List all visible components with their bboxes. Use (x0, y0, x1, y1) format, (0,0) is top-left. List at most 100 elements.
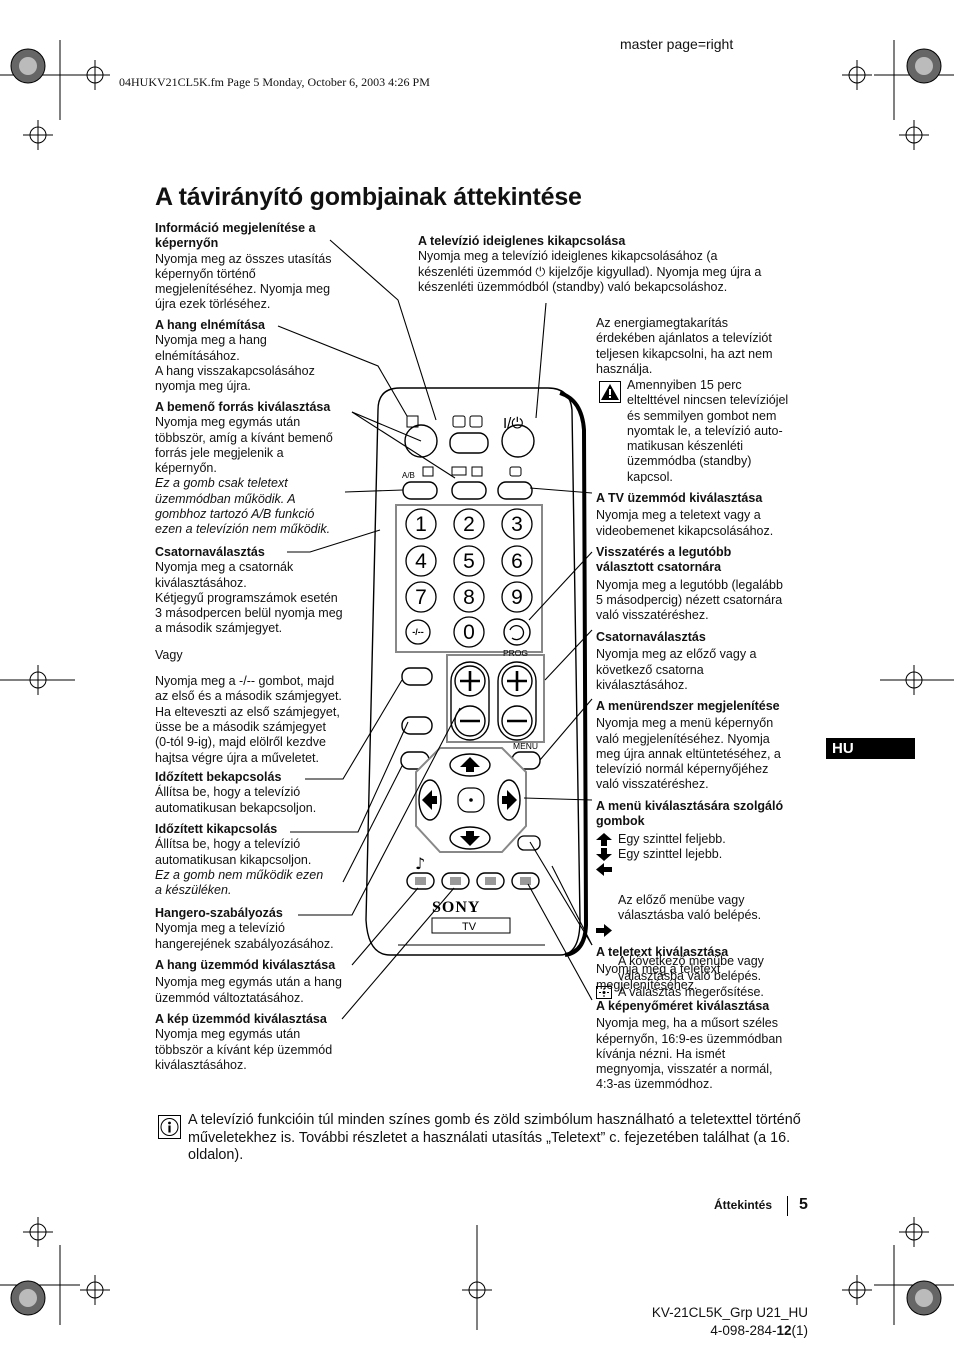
warning-desc: Amennyiben 15 perc eltelttével nincsen t… (627, 378, 789, 484)
timer-off-desc: Állítsa be, hogy a televízió automatikus… (155, 837, 312, 867)
last-channel-annotation: Visszatérés a legutóbb választott csator… (596, 545, 811, 623)
channel-or: Vagy (155, 647, 183, 662)
teletext-desc: Nyomja meg a teletext megjelenítéséhez. (596, 962, 721, 992)
last-channel-desc: Nyomja meg a legutóbb (legalább 5 másodp… (596, 577, 783, 623)
picture-title: A kép üzemmód kiválasztása (155, 1012, 327, 1026)
digit-label: 9 (511, 586, 523, 609)
digit-label: 6 (511, 550, 523, 573)
timer-off-note: Ez a gomb nem működik ezen a készüléken. (155, 867, 324, 898)
digit-button-4[interactable] (405, 545, 437, 577)
timer-on-title: Időzített bekapcsolás (155, 770, 282, 784)
digit-button-0[interactable] (453, 616, 485, 648)
sound-title: A hang üzemmód kiválasztása (155, 958, 336, 972)
standby-annotation: A televízió ideiglenes kikapcsolása Nyom… (418, 234, 808, 295)
page-title: A távirányító gombjainak áttekintése (155, 183, 582, 211)
teletext-title: A teletext kiválasztása (596, 945, 729, 959)
digit-label: -/-- (412, 627, 424, 637)
digit-button-1[interactable] (405, 508, 437, 540)
channel-desc2: Nyomja meg a -/-- gombot, majd az első é… (155, 674, 342, 765)
sound-desc: Nyomja meg egymás után a hang üzemmód vá… (155, 975, 342, 1005)
tv-mode-annotation: A TV üzemmód kiválasztása Nyomja meg a t… (596, 491, 811, 539)
volume-desc: Nyomja meg a televízió hangerejének szab… (155, 921, 334, 951)
prog-label: PROG (503, 648, 528, 658)
sony-logo: SONY (432, 899, 480, 916)
input-note: Ez a gomb csak teletext üzemmódban működ… (155, 476, 331, 537)
part-number: 4-098-284-12(1) (710, 1323, 808, 1338)
section-name: Áttekintés (714, 1198, 773, 1212)
energy-desc: Az energiamegtakarítás érdekében ajánlat… (596, 316, 773, 376)
info-icon (158, 1115, 181, 1139)
digit-button-dash[interactable] (405, 619, 431, 645)
ok-icon (596, 985, 612, 999)
teletext-note: A televízió funkcióin túl minden színes … (188, 1112, 801, 1163)
info-button (449, 432, 489, 454)
recall-button (503, 618, 531, 646)
file-info-line: 04HUKV21CL5K.fm Page 5 Monday, October 6… (119, 75, 430, 89)
menu-desc: Nyomja meg a menü képernyőn való megjele… (596, 716, 781, 792)
info-desc: Nyomja meg az összes utasítás képernyőn … (155, 251, 332, 312)
digit-label: 0 (463, 621, 475, 644)
input-button (451, 481, 487, 500)
standby-title: A televízió ideiglenes kikapcsolása (418, 234, 626, 248)
warning-icon (599, 381, 621, 403)
teletext-button (517, 835, 541, 851)
teletext-annotation: A teletext kiválasztása Nyomja meg a tel… (596, 945, 811, 993)
screen-title: A képenyőméret kiválasztása (596, 999, 770, 1013)
prog-desc: Nyomja meg az előző vagy a következő csa… (596, 647, 757, 692)
ab-label: A/B (402, 471, 415, 480)
digit-button-3[interactable] (501, 508, 533, 540)
input-title: A bemenő forrás kiválasztása (155, 400, 331, 414)
volume-annotation: Hangero-szabályozás Nyomja meg a televíz… (155, 906, 365, 952)
digit-label: 4 (415, 550, 427, 573)
ab-button (402, 481, 438, 500)
menu-select-list: Egy szinttel feljebb. Egy szinttel lejeb… (596, 832, 811, 1000)
nav-up-item: Egy szinttel feljebb. (596, 832, 811, 847)
digit-button-8[interactable] (453, 581, 485, 613)
digit-button-7[interactable] (405, 581, 437, 613)
timer-on-button (401, 667, 433, 686)
tv-mode-title: A TV üzemmód kiválasztása (596, 491, 763, 505)
digit-button-6[interactable] (501, 545, 533, 577)
master-page-label: master page=right (620, 36, 734, 52)
prog-title: Csatornaválasztás (596, 630, 706, 644)
digit-button-2[interactable] (453, 508, 485, 540)
model-code: KV-21CL5K_Grp U21_HU (651, 1305, 808, 1320)
mute-annotation: A hang elnémítása Nyomja meg a hang elné… (155, 318, 355, 394)
tv-button (497, 481, 533, 500)
digit-label: 5 (463, 550, 475, 573)
digit-button-5[interactable] (453, 545, 485, 577)
channel-desc: Nyomja meg a csatornák kiválasztásához. … (155, 560, 343, 636)
timer-on-desc: Állítsa be, hogy a televízió automatikus… (155, 785, 317, 815)
screen-annotation: A képenyőméret kiválasztása Nyomja meg, … (596, 999, 811, 1093)
digit-label: 8 (463, 586, 475, 609)
digit-label: 7 (415, 586, 427, 609)
language-tab: HU (826, 738, 915, 759)
mute-desc: Nyomja meg a hang elnémításához. A hang … (155, 333, 315, 394)
nav-ok-item: A választás megerősítése. (596, 985, 811, 1000)
timer-on-annotation: Időzített bekapcsolás Állítsa be, hogy a… (155, 770, 365, 816)
last-channel-title: Visszatérés a legutóbb választott csator… (596, 545, 732, 575)
standby-desc: Nyomja meg a televízió ideiglenes kikapc… (418, 249, 762, 294)
picture-annotation: A kép üzemmód kiválasztása Nyomja meg eg… (155, 1012, 365, 1073)
channel-annotation: Csatornaválasztás Nyomja meg a csatornák… (155, 545, 365, 766)
footer-divider (787, 1196, 788, 1216)
svg-text:♪: ♪ (415, 854, 425, 873)
prog-annotation: Csatornaválasztás Nyomja meg az előző va… (596, 630, 811, 693)
info-annotation: Információ megjelenítése a képernyőn Nyo… (155, 221, 355, 313)
timer-off-annotation: Időzített kikapcsolás Állítsa be, hogy a… (155, 822, 365, 898)
nav-down-item: Egy szinttel lejebb. (596, 847, 811, 862)
arrow-up-icon (596, 832, 612, 846)
menu-title: A menürendszer megjelenítése (596, 699, 780, 713)
menu-label: MENU (513, 741, 538, 751)
volume-title: Hangero-szabályozás (155, 906, 283, 920)
arrow-left-icon (596, 863, 612, 877)
arrow-down-icon (596, 847, 612, 861)
tv-label: TV (462, 921, 477, 933)
digit-button-9[interactable] (501, 581, 533, 613)
input-desc: Nyomja meg egymás után többször, amíg a … (155, 415, 333, 476)
power-button (501, 424, 535, 458)
svg-text:I/⏻: I/⏻ (503, 415, 523, 432)
